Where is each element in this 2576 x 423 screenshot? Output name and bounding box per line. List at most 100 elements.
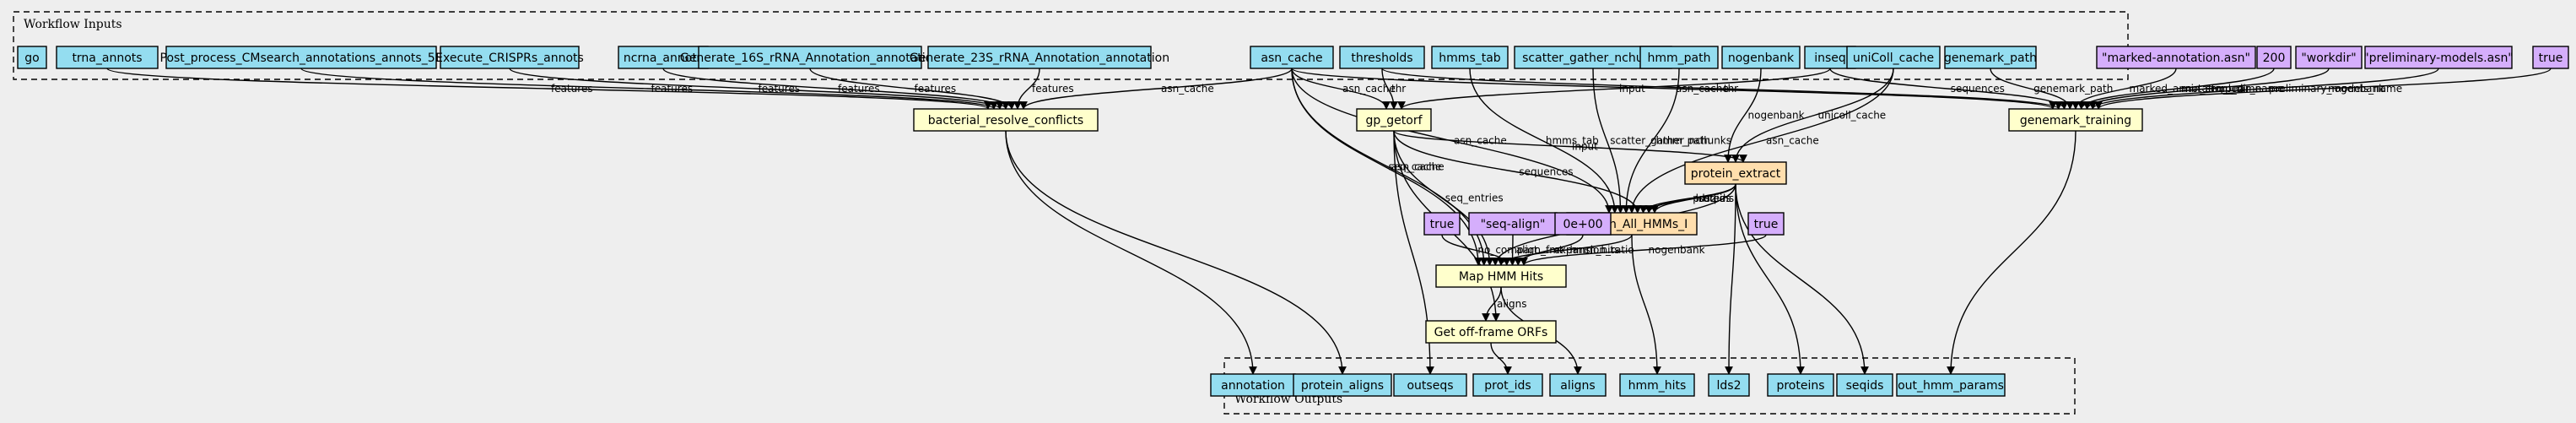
node-d-zero[interactable]: 0e+00	[1554, 212, 1612, 236]
edge-label: proteins	[1693, 193, 1734, 204]
edge-in_hmmstab-to-s_search	[1469, 68, 1619, 214]
node-box	[2532, 46, 2569, 69]
node-out-seqids[interactable]: seqids	[1836, 373, 1893, 397]
node-box	[698, 46, 922, 69]
edge-s_getorf-to-s_search	[1393, 130, 1642, 214]
node-label: genemark_path	[1944, 52, 2037, 65]
node-out-hmmparams[interactable]: out_hmm_params	[1896, 373, 2006, 397]
node-box	[2256, 46, 2292, 69]
node-out-protids[interactable]: prot_ids	[1472, 373, 1543, 397]
node-box	[1684, 161, 1787, 185]
edge-d_true2-to-s_map	[1520, 234, 1767, 266]
node-label: go	[24, 52, 39, 65]
node-in-hmmpath[interactable]: hmm_path	[1639, 46, 1719, 69]
node-d-seqalign[interactable]: "seq-align"	[1468, 212, 1558, 236]
node-box	[1250, 46, 1334, 69]
node-in-crispr[interactable]: Execute_CRISPRs_annots	[435, 46, 584, 69]
edge-in_thr-to-s_gm	[1381, 68, 2063, 110]
node-d-true-gm[interactable]: true	[2532, 46, 2569, 69]
node-label: protein_aligns	[1301, 379, 1384, 393]
node-d-prelim[interactable]: "preliminary-models.asn"	[2363, 46, 2514, 69]
edge-in_scatter-to-s_search	[1592, 68, 1625, 214]
node-label: uniColl_cache	[1853, 52, 1934, 65]
node-out-aligns[interactable]: aligns	[1549, 373, 1607, 397]
node-in-genemark[interactable]: genemark_path	[1944, 46, 2037, 69]
node-label: "seq-align"	[1481, 218, 1546, 231]
node-d-200[interactable]: 200	[2256, 46, 2292, 69]
node-s-brc[interactable]: bacterial_resolve_conflicts	[913, 108, 1099, 132]
edge-label: seq_cache	[1389, 161, 1442, 173]
node-label: lds2	[1717, 379, 1742, 393]
node-in-asn[interactable]: asn_cache	[1250, 46, 1334, 69]
node-label: thresholds	[1351, 52, 1412, 65]
node-box	[1431, 46, 1509, 69]
node-in-post[interactable]: Post_process_CMsearch_annotations_annots…	[160, 46, 443, 69]
node-label: true	[1754, 218, 1779, 231]
node-label: seqids	[1846, 379, 1884, 393]
edge-d_true1-to-s_map	[1441, 234, 1511, 266]
node-label: genemark_training	[2020, 114, 2131, 127]
node-box	[17, 46, 47, 69]
edge-s_protext-to-s_search	[1650, 183, 1736, 214]
edge-in_trna-to-s_brc	[106, 68, 992, 110]
node-in-hmmstab[interactable]: hmms_tab	[1431, 46, 1509, 69]
node-out-proteins[interactable]: proteins	[1767, 373, 1834, 397]
edge-s_map-to-s_offframe	[1482, 286, 1502, 322]
node-in-go[interactable]: go	[17, 46, 47, 69]
node-label: true	[2539, 52, 2563, 65]
edge-label: thr	[1724, 83, 1738, 95]
node-box	[1619, 373, 1695, 397]
edge-in_inseq-to-s_gm	[1829, 68, 2069, 110]
node-in-16s[interactable]: Generate_16S_rRNA_Annotation_annotation	[680, 46, 940, 69]
node-label: Execute_CRISPRs_annots	[435, 52, 584, 65]
edge-in_nogenbank-to-s_protext	[1724, 68, 1762, 163]
node-box	[618, 46, 709, 69]
node-d-workdir[interactable]: "workdir"	[2295, 46, 2363, 69]
node-d-marked[interactable]: "marked-annotation.asn"	[2096, 46, 2256, 69]
node-label: nogenbank	[1728, 52, 1795, 65]
node-out-protaligns[interactable]: protein_aligns	[1293, 373, 1392, 397]
node-s-gm[interactable]: genemark_training	[2008, 108, 2143, 132]
node-out-outseqs[interactable]: outseqs	[1393, 373, 1467, 397]
node-box	[1639, 46, 1719, 69]
node-box	[1767, 373, 1834, 397]
edge-label: nogenbank	[1649, 244, 1705, 256]
node-label: bacterial_resolve_conflicts	[928, 114, 1083, 127]
edge-label: input	[1572, 141, 1598, 153]
node-s-offframe[interactable]: Get off-frame ORFs	[1425, 320, 1557, 344]
node-box	[1356, 108, 1432, 132]
node-in-thr[interactable]: thresholds	[1339, 46, 1425, 69]
edge-label: thr	[1391, 83, 1406, 95]
node-label: Get off-frame ORFs	[1434, 326, 1548, 339]
node-s-protext[interactable]: protein_extract	[1684, 161, 1787, 185]
node-in-trna[interactable]: trna_annots	[56, 46, 159, 69]
node-box	[2295, 46, 2363, 69]
node-out-annotation[interactable]: annotation	[1210, 373, 1296, 397]
node-d-true1[interactable]: true	[1423, 212, 1461, 236]
node-in-nogenbank[interactable]: nogenbank	[1721, 46, 1801, 69]
node-label: outseqs	[1407, 379, 1453, 393]
node-label: scatter_gather_nchunks	[1522, 52, 1664, 65]
node-out-lds2[interactable]: lds2	[1708, 373, 1750, 397]
node-label: annotation	[1221, 379, 1285, 393]
node-in-unicoll[interactable]: uniColl_cache	[1846, 46, 1941, 69]
edge-label: nogenbank	[1748, 110, 1805, 122]
edge-s_gm-to-out_hmmparams	[1947, 130, 2076, 375]
node-s-map[interactable]: Map HMM Hits	[1435, 264, 1567, 288]
edge-in_unicoll-to-s_search	[1628, 68, 1894, 214]
edge-in_23s-to-s_brc	[1013, 68, 1040, 110]
edge-s_protext-to-out_proteins	[1735, 183, 1805, 375]
node-d-true2[interactable]: true	[1747, 212, 1785, 236]
edge-label: sequences	[1519, 166, 1573, 178]
node-box	[1836, 373, 1893, 397]
node-in-ncrna[interactable]: ncrna_annots	[618, 46, 709, 69]
edge-label: sequences	[1951, 83, 2005, 95]
edge-label: marked_annotation_name	[2130, 83, 2261, 95]
node-s-getorf[interactable]: gp_getorf	[1356, 108, 1432, 132]
edge-d_seqalign-to-s_map	[1508, 234, 1517, 266]
node-label: prot_ids	[1484, 379, 1531, 393]
node-out-hmmhits[interactable]: hmm_hits	[1619, 373, 1695, 397]
edge-label: asn_cache	[1766, 135, 1819, 147]
edge-label: features	[1032, 83, 1074, 95]
node-in-23s[interactable]: Generate_23S_rRNA_Annotation_annotation	[910, 46, 1169, 69]
